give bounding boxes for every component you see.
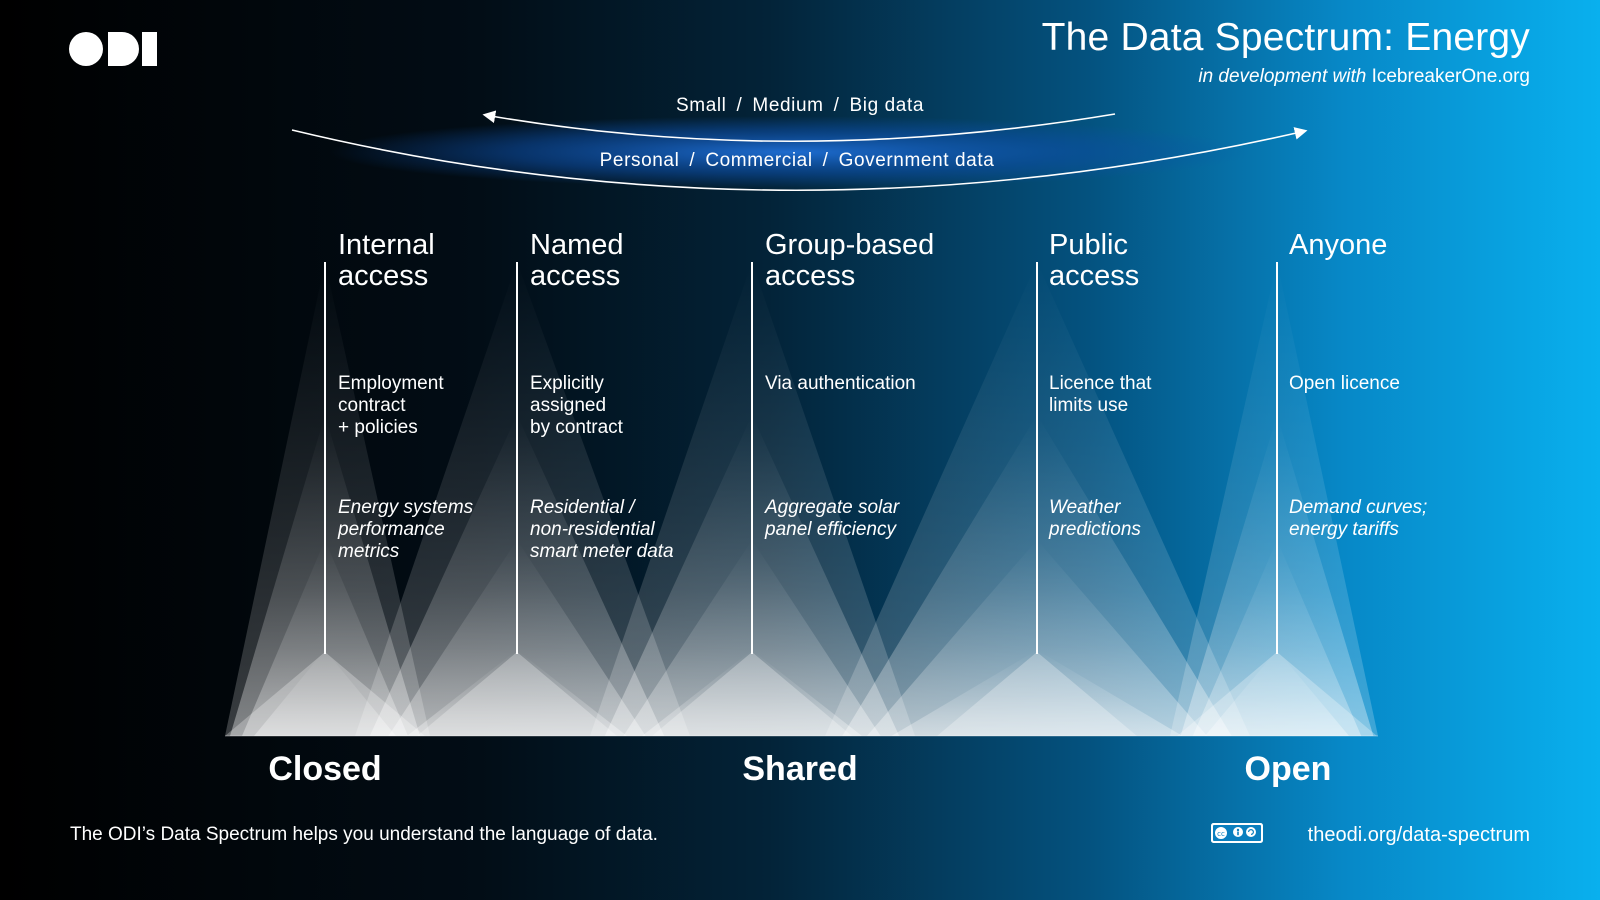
example-line: Aggregate solar xyxy=(765,497,900,518)
category-title-line: Named xyxy=(530,229,624,261)
example-line: Residential / xyxy=(530,497,635,518)
category-condition: Employment contract + policies xyxy=(338,373,444,439)
condition-line: assigned xyxy=(530,395,607,416)
example-line: Demand curves; xyxy=(1289,497,1428,518)
cone-tier-5-3 xyxy=(1204,650,1350,736)
category-example: Energy systems performance metrics xyxy=(338,497,473,563)
page-subtitle: in development with IcebreakerOne.org xyxy=(1198,66,1530,88)
scale-label-closed: Closed xyxy=(268,750,382,788)
data-size-separator: / xyxy=(736,95,743,116)
data-type-separator: / xyxy=(689,150,696,171)
data-size-big: Big data xyxy=(849,95,925,116)
creative-commons-by-sa-icon[interactable]: cc xyxy=(1211,823,1263,843)
category-title-line: Internal xyxy=(338,229,435,261)
category-title-line: Group-based xyxy=(765,229,935,261)
condition-line: Explicitly xyxy=(530,373,604,394)
scale-label-shared: Shared xyxy=(742,750,858,788)
category-title-line: access xyxy=(1049,260,1140,292)
cone-tier-3-3 xyxy=(641,650,863,736)
data-type-separator: / xyxy=(822,150,829,171)
data-type-personal: Personal xyxy=(599,150,680,171)
condition-line: contract xyxy=(338,395,406,416)
cone-base-3 xyxy=(652,652,852,736)
example-line: Weather xyxy=(1049,497,1121,518)
category-example: Weather predictions xyxy=(1049,497,1141,541)
odi-logo xyxy=(69,32,157,66)
cone-base-4 xyxy=(937,652,1137,736)
arc-glow xyxy=(330,116,1250,188)
data-type-label: Personal / Commercial / Government data xyxy=(600,150,995,172)
cone-base-5 xyxy=(1177,652,1377,736)
footer-url-link[interactable]: theodi.org/data-spectrum xyxy=(1307,824,1530,846)
category-named-access: Named access xyxy=(530,230,624,292)
category-public-access: Public access xyxy=(1049,230,1139,292)
cone-base-2 xyxy=(417,652,617,736)
scale-label-open: Open xyxy=(1244,750,1332,788)
page-title: The Data Spectrum: Energy xyxy=(1041,16,1530,59)
cone-tier-1-3 xyxy=(254,650,396,736)
example-line: panel efficiency xyxy=(765,519,896,540)
category-title: Named access xyxy=(530,230,624,292)
data-size-medium: Medium xyxy=(752,95,824,116)
category-example: Residential / non-residential smart mete… xyxy=(530,497,674,563)
category-anyone: Anyone xyxy=(1289,230,1387,261)
category-title: Group-based access xyxy=(765,230,934,292)
example-line: performance xyxy=(338,519,445,540)
cone-tier-2-3 xyxy=(406,650,628,736)
example-line: Energy systems xyxy=(338,497,474,518)
category-condition: Explicitly assigned by contract xyxy=(530,373,623,439)
example-line: predictions xyxy=(1049,519,1141,540)
category-title-line: Public xyxy=(1049,229,1128,261)
category-condition: Open licence xyxy=(1289,373,1400,395)
category-title: Anyone xyxy=(1289,230,1387,261)
data-type-government: Government data xyxy=(838,150,995,171)
example-line: non-residential xyxy=(530,519,655,540)
condition-line: Employment xyxy=(338,373,444,394)
top-arc-arrow xyxy=(482,110,1116,143)
spectrum-lines xyxy=(225,262,1378,737)
category-title-line: access xyxy=(338,260,429,292)
category-example: Demand curves; energy tariffs xyxy=(1289,497,1427,541)
example-line: energy tariffs xyxy=(1289,519,1399,540)
condition-line: by contract xyxy=(530,417,623,438)
category-condition: Licence that limits use xyxy=(1049,373,1151,417)
footer-description: The ODI’s Data Spectrum helps you unders… xyxy=(70,824,658,845)
category-group-based-access: Group-based access xyxy=(765,230,934,292)
example-line: smart meter data xyxy=(530,541,674,562)
category-internal-access: Internal access xyxy=(338,230,435,292)
condition-line: Licence that xyxy=(1049,373,1152,394)
bottom-arc-arrow xyxy=(291,127,1308,192)
example-line: metrics xyxy=(338,541,400,562)
svg-text:cc: cc xyxy=(1217,830,1225,838)
category-title-line: Anyone xyxy=(1289,229,1388,261)
condition-line: + policies xyxy=(338,417,418,438)
data-size-small: Small xyxy=(675,95,727,116)
category-title: Public access xyxy=(1049,230,1139,292)
category-example: Aggregate solar panel efficiency xyxy=(765,497,899,541)
data-size-separator: / xyxy=(833,95,840,116)
category-title: Internal access xyxy=(338,230,435,292)
subtitle-partner: IcebreakerOne.org xyxy=(1371,66,1530,87)
condition-line: Via authentication xyxy=(765,373,916,394)
data-type-commercial: Commercial xyxy=(705,150,813,171)
condition-line: limits use xyxy=(1049,395,1129,416)
category-title-line: access xyxy=(530,260,621,292)
data-size-label: Small / Medium / Big data xyxy=(676,95,924,117)
category-title-line: access xyxy=(765,260,856,292)
subtitle-prefix: in development with xyxy=(1198,66,1367,87)
cone-tier-4-3 xyxy=(891,650,1183,736)
condition-line: Open licence xyxy=(1289,373,1400,394)
category-condition: Via authentication xyxy=(765,373,916,395)
